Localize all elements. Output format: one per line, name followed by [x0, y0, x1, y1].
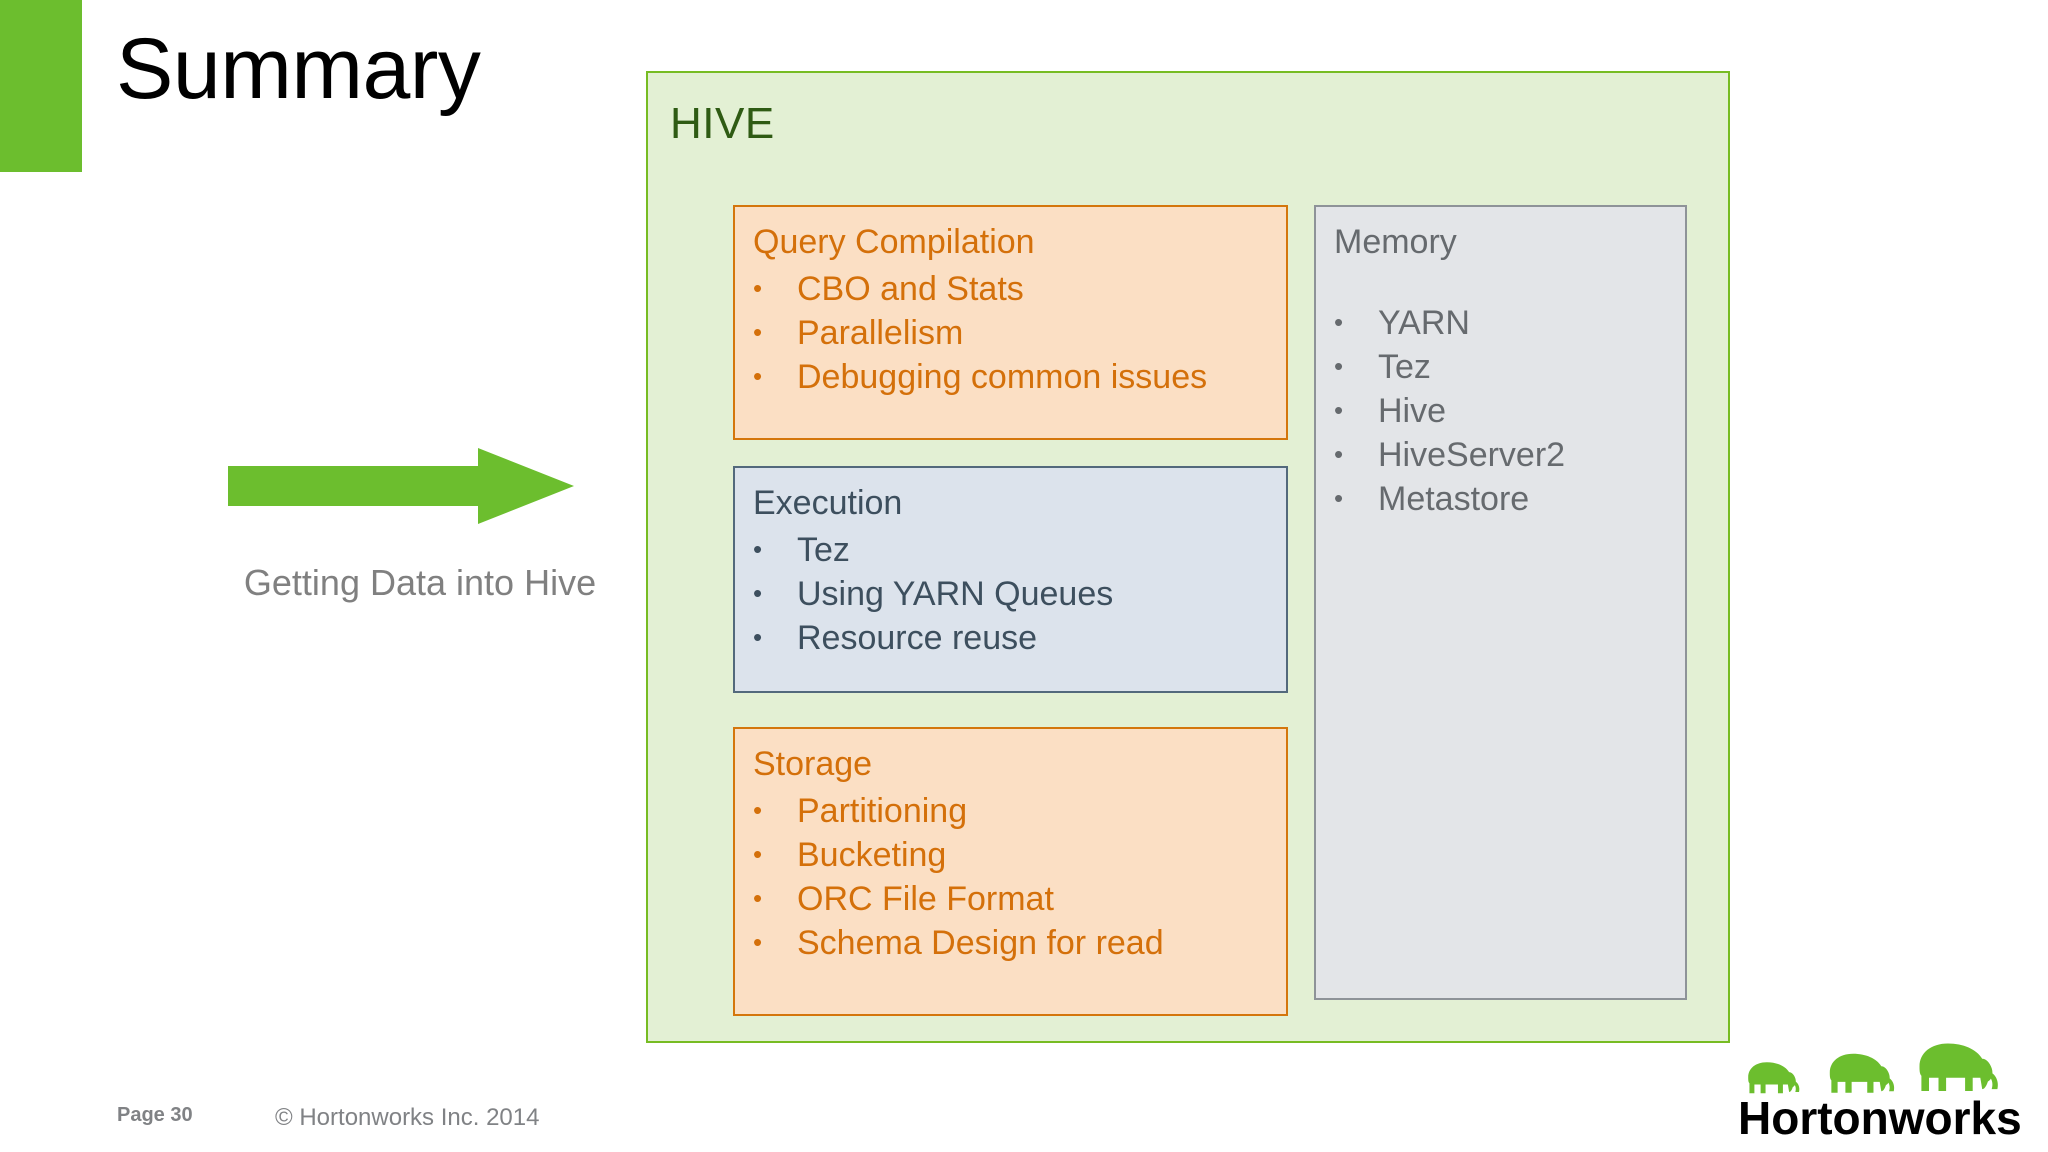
panel-memory: Memory • YARN • Tez • Hive • HiveServer2 • Me… — [1314, 205, 1687, 1000]
list-item: • Schema Design for read — [753, 921, 1268, 965]
list-item: • YARN — [1334, 301, 1667, 345]
bullet-icon: • — [753, 621, 763, 652]
list-item: • CBO and Stats — [753, 267, 1268, 311]
bullet-icon: • — [753, 927, 763, 958]
list-item: • Parallelism — [753, 311, 1268, 355]
title-accent-bar — [0, 0, 82, 172]
panel-query-compilation: Query Compilation • CBO and Stats • Parall… — [733, 205, 1288, 440]
arrow-caption: Getting Data into Hive — [243, 562, 597, 603]
list-item-label: Tez — [797, 530, 850, 569]
bullet-icon: • — [1334, 483, 1344, 514]
panel-execution: Execution • Tez • Using YARN Queues • Resou… — [733, 466, 1288, 693]
list-item-label: CBO and Stats — [797, 269, 1024, 308]
bullet-icon: • — [753, 794, 763, 825]
panel-title-execution: Execution — [753, 484, 903, 522]
list-item-label: Bucketing — [797, 835, 947, 874]
bullet-icon: • — [1334, 394, 1344, 425]
list-item: • Resource reuse — [753, 616, 1268, 660]
panel-storage: Storage • Partitioning • Bucketing • ORC Fi… — [733, 727, 1288, 1016]
list-item-label: Resource reuse — [797, 618, 1038, 657]
list-spacer — [1334, 267, 1667, 301]
list-item-label: Metastore — [1378, 480, 1530, 519]
elephant-icon — [1748, 1043, 1998, 1094]
list-item: • Tez — [753, 528, 1268, 572]
list-item-label: Hive — [1378, 391, 1447, 430]
panel-list-memory: • YARN • Tez • Hive • HiveServer2 • Metastore — [1334, 267, 1667, 522]
list-item-label: YARN — [1378, 303, 1470, 342]
panel-list-query-compilation: • CBO and Stats • Parallelism • Debugging c… — [753, 267, 1268, 400]
bullet-icon: • — [753, 533, 763, 564]
list-item: • HiveServer2 — [1334, 433, 1667, 477]
list-item: • Using YARN Queues — [753, 572, 1268, 616]
hive-title: HIVE — [670, 99, 775, 148]
list-item: • ORC File Format — [753, 877, 1268, 921]
panel-title-query-compilation: Query Compilation — [753, 223, 1035, 261]
footer-copyright: © Hortonworks Inc. 2014 — [275, 1104, 540, 1131]
bullet-icon: • — [753, 360, 763, 391]
page-title: Summary — [116, 21, 481, 117]
list-item-label: Using YARN Queues — [797, 574, 1114, 613]
bullet-icon: • — [1334, 350, 1344, 381]
list-item: • Debugging common issues — [753, 355, 1268, 399]
list-item-label: Partitioning — [797, 791, 968, 830]
bullet-icon: • — [1334, 439, 1344, 470]
list-item-label: HiveServer2 — [1378, 436, 1566, 475]
logo-wordmark: Hortonworks — [1738, 1092, 2022, 1140]
panel-list-execution: • Tez • Using YARN Queues • Resource reuse — [753, 528, 1268, 661]
list-item-label: Parallelism — [797, 313, 964, 352]
panel-title-memory: Memory — [1334, 223, 1457, 261]
list-item: • Tez — [1334, 345, 1667, 389]
bullet-icon: • — [753, 577, 763, 608]
bullet-icon: • — [753, 882, 763, 913]
list-item-label: Schema Design for read — [797, 924, 1164, 963]
list-item: • Bucketing — [753, 833, 1268, 877]
panel-title-storage: Storage — [753, 745, 873, 783]
panel-list-storage: • Partitioning • Bucketing • ORC File Forma… — [753, 789, 1268, 966]
bullet-icon: • — [753, 838, 763, 869]
list-item-label: ORC File Format — [797, 879, 1054, 918]
list-item: • Hive — [1334, 389, 1667, 433]
bullet-icon: • — [1334, 306, 1344, 337]
hive-container: HIVE Query Compilation • CBO and Stats • P… — [646, 71, 1730, 1043]
right-arrow-icon — [228, 448, 574, 524]
list-item: • Partitioning — [753, 789, 1268, 833]
bullet-icon: • — [753, 316, 763, 347]
hortonworks-logo: Hortonworks — [1738, 1030, 2028, 1140]
list-item-label: Tez — [1378, 347, 1431, 386]
list-item: • Metastore — [1334, 477, 1667, 521]
footer-page-number: Page 30 — [117, 1104, 193, 1126]
list-item-label: Debugging common issues — [797, 357, 1208, 396]
bullet-icon: • — [753, 272, 763, 303]
